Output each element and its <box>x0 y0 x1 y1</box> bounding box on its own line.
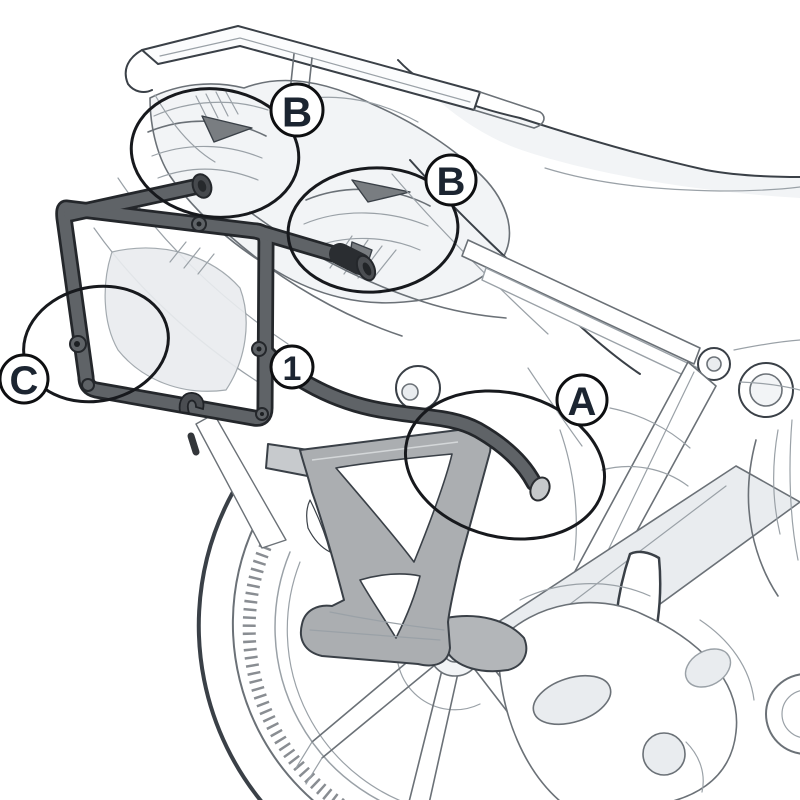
bracket-cutout-large <box>335 453 453 563</box>
callout-part-1-label: 1 <box>283 350 302 388</box>
mount-wedge-top <box>201 115 253 143</box>
bracket-slot <box>532 674 612 726</box>
callout-b-right-label: B <box>437 160 466 204</box>
cap-a-end <box>529 476 551 502</box>
callout-a-right: A <box>555 373 609 427</box>
callout-part-1: 1 <box>269 344 315 390</box>
highlight-ellipse-b-right <box>286 166 460 294</box>
bracket-hole <box>642 732 686 776</box>
callout-b-top: B <box>269 82 325 138</box>
pannier-rack <box>55 173 551 502</box>
highlight-ellipse-b-top <box>129 87 301 219</box>
callout-a-right-label: A <box>568 380 597 424</box>
subframe-rail-lower <box>481 267 699 381</box>
mount-wedge-right <box>351 179 411 203</box>
callout-c-left: C <box>0 353 50 405</box>
footpeg-bracket <box>497 601 738 800</box>
support-bracket <box>265 427 528 673</box>
callout-labels: B B C A 1 <box>0 82 609 427</box>
callout-b-right: B <box>424 153 478 207</box>
rack-hook <box>178 392 205 415</box>
callout-c-left-label: C <box>10 359 39 403</box>
tail-bodywork <box>398 60 800 198</box>
highlight-ellipse-a <box>403 389 607 541</box>
motorcycle-artwork <box>93 25 800 800</box>
fender-strut <box>195 413 287 549</box>
subframe-rail-upper <box>461 239 701 365</box>
inner-panel <box>104 247 247 392</box>
bracket-cutout-lower <box>359 573 421 639</box>
callout-b-top-label: B <box>282 89 312 136</box>
